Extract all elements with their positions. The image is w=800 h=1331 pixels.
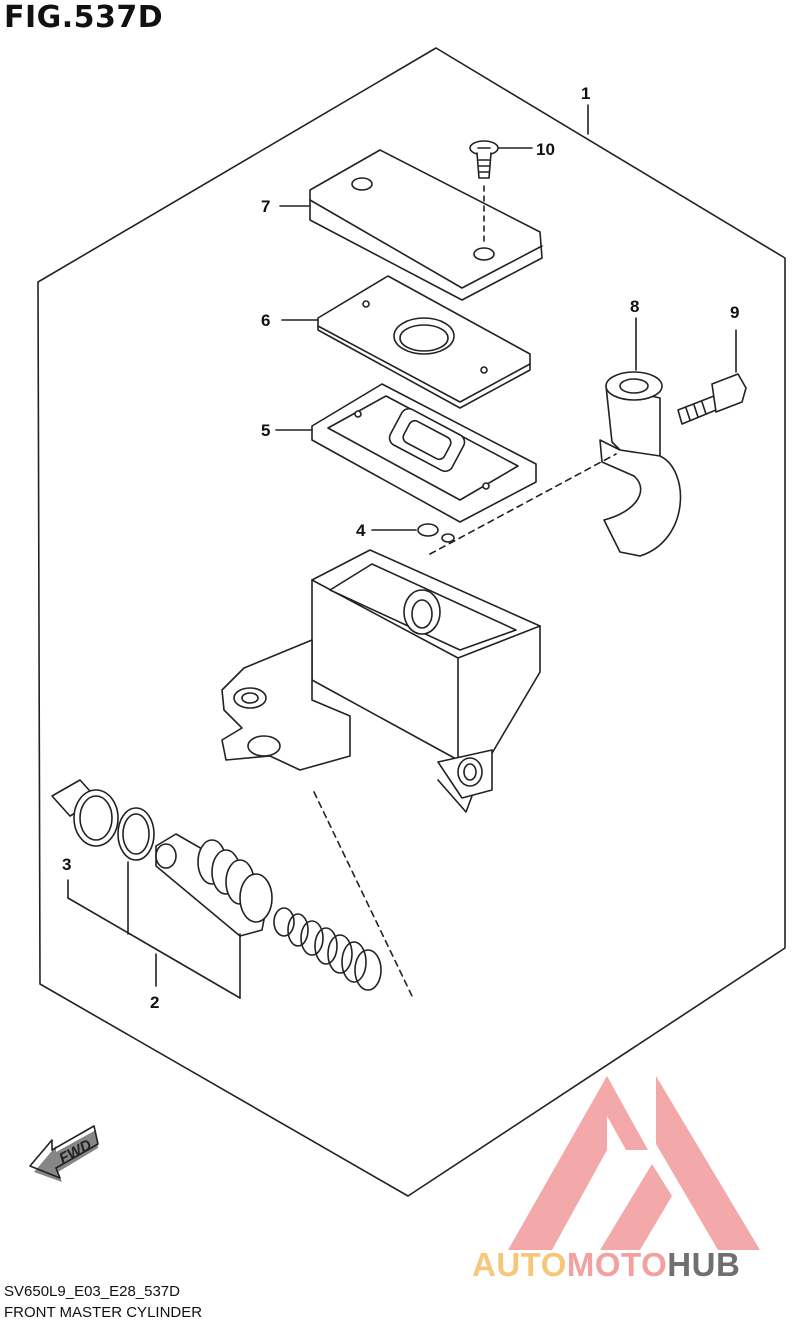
callout-3: 3 bbox=[62, 855, 71, 874]
callout-7: 7 bbox=[261, 197, 270, 216]
callout-9: 9 bbox=[730, 303, 739, 322]
figure-title: FIG.537D bbox=[4, 0, 164, 35]
dust-boot-part-3 bbox=[51, 779, 119, 847]
callout-2: 2 bbox=[150, 993, 159, 1012]
master-cylinder-body bbox=[221, 549, 541, 813]
callout-8: 8 bbox=[630, 297, 639, 316]
watermark-wordmark: AUTOMOTOHUB bbox=[472, 1246, 740, 1284]
watermark-segment: AUTO bbox=[472, 1246, 567, 1283]
fwd-arrow-icon: FWD bbox=[29, 1125, 99, 1182]
reservoir-plate-part-5 bbox=[275, 383, 537, 523]
watermark-segment: MOTO bbox=[566, 1246, 668, 1283]
retainer-ring-part-4 bbox=[371, 523, 455, 543]
callout-5: 5 bbox=[261, 421, 270, 440]
watermark-segment: HUB bbox=[667, 1246, 741, 1283]
diagram-caption: FRONT MASTER CYLINDER bbox=[4, 1304, 203, 1321]
return-spring bbox=[273, 907, 382, 991]
automotohub-logo-icon bbox=[508, 1076, 760, 1250]
diagram-code: SV650L9_E03_E28_537D bbox=[4, 1283, 180, 1300]
callout-1: 1 bbox=[581, 84, 590, 103]
clamp-holder-part-8 bbox=[599, 317, 682, 557]
screw-part-10 bbox=[469, 140, 533, 179]
callout-4: 4 bbox=[356, 521, 366, 540]
bolt-part-9 bbox=[677, 329, 747, 425]
callout-10: 10 bbox=[536, 140, 555, 159]
reservoir-cap-part-7 bbox=[279, 149, 543, 301]
diaphragm-plate-part-6 bbox=[281, 275, 531, 409]
piston-assembly-part-2 bbox=[155, 833, 273, 937]
callout-6: 6 bbox=[261, 311, 270, 330]
assembly-boundary-outline bbox=[37, 47, 786, 1197]
circlip bbox=[117, 807, 155, 861]
